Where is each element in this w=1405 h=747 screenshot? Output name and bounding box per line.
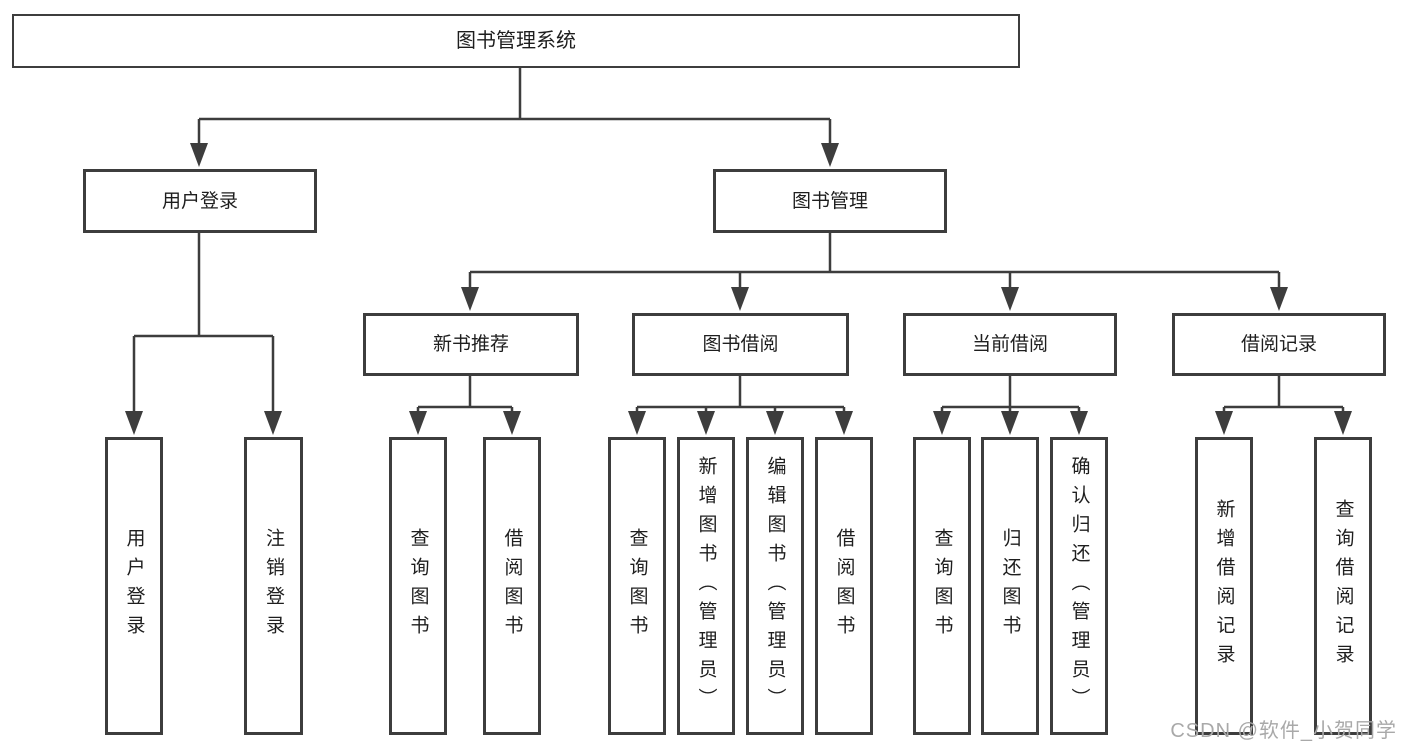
arrowhead-icon [264,411,282,435]
arrowhead-icon [125,411,143,435]
node-label: 新书推荐 [432,334,509,355]
node-label: 用户登录 [123,528,145,644]
node-current-borrowing: 当前借阅 [903,313,1117,376]
leaf-query-books-1: 查询图书 [389,437,447,735]
node-label: 用户登录 [161,190,238,212]
node-user-login: 用户登录 [83,169,317,233]
connector-paths [132,68,1345,415]
node-label: 借阅图书 [501,528,523,644]
arrowhead-icon [835,411,853,435]
arrowhead-icon [731,287,749,311]
node-label: 图书借阅 [702,334,779,355]
arrowhead-icon [1070,411,1088,435]
node-label: 编辑图书（管理员） [764,455,786,717]
node-label: 注销登录 [263,528,284,644]
leaf-query-books-2: 查询图书 [608,437,666,735]
arrowhead-icon [1334,411,1352,435]
node-label: 借阅记录 [1240,334,1317,355]
arrowhead-icon [1001,411,1019,435]
watermark: CSDN @软件_小贺同学 [1170,720,1397,742]
node-label: 查询图书 [931,528,953,644]
node-label: 查询图书 [407,528,429,644]
leaf-add-book-admin: 新增图书（管理员） [677,437,735,735]
leaf-return-book: 归还图书 [981,437,1039,735]
arrowhead-icon [821,143,839,167]
leaf-logout: 注销登录 [244,437,303,735]
leaf-user-login: 用户登录 [105,437,163,735]
arrowhead-icon [1270,287,1288,311]
node-label: 图书管理 [791,190,868,212]
node-label: 确认归还（管理员） [1068,455,1090,717]
leaf-edit-book-admin: 编辑图书（管理员） [746,437,804,735]
node-borrow-records: 借阅记录 [1172,313,1386,376]
node-label: 借阅图书 [833,528,855,644]
leaf-borrow-books-2: 借阅图书 [815,437,873,735]
arrowhead-icon [766,411,784,435]
leaf-confirm-return-admin: 确认归还（管理员） [1050,437,1108,735]
node-book-management: 图书管理 [713,169,947,233]
node-root-system: 图书管理系统 [12,14,1020,68]
node-label: 查询借阅记录 [1332,499,1354,673]
node-book-borrowing: 图书借阅 [632,313,849,376]
arrowheads [125,143,1352,435]
leaf-add-borrow-record: 新增借阅记录 [1195,437,1253,735]
arrowhead-icon [503,411,521,435]
leaf-query-borrow-record: 查询借阅记录 [1314,437,1372,735]
node-label: 归还图书 [999,528,1021,644]
node-label: 图书管理系统 [456,30,576,52]
node-label: 查询图书 [626,528,648,644]
leaf-query-books-3: 查询图书 [913,437,971,735]
arrowhead-icon [697,411,715,435]
node-label: 新增图书（管理员） [695,455,717,717]
arrowhead-icon [461,287,479,311]
arrowhead-icon [1001,287,1019,311]
arrowhead-icon [1215,411,1233,435]
node-label: 新增借阅记录 [1213,499,1235,673]
node-new-book-recommend: 新书推荐 [363,313,579,376]
arrowhead-icon [933,411,951,435]
arrowhead-icon [409,411,427,435]
node-label: 当前借阅 [971,334,1048,355]
arrowhead-icon [628,411,646,435]
leaf-borrow-books-1: 借阅图书 [483,437,541,735]
arrowhead-icon [190,143,208,167]
